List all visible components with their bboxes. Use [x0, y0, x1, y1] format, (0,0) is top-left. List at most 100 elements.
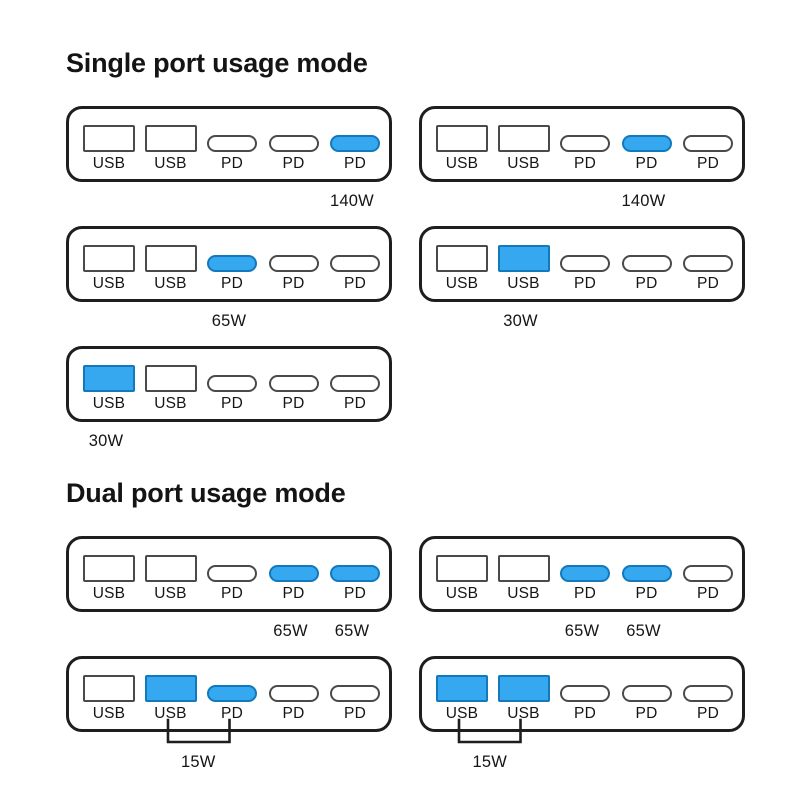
- port-usb-2-active[interactable]: USB: [496, 659, 552, 723]
- port-pd-5[interactable]: PD: [327, 229, 383, 293]
- wattage-label-dual-4-1: 15W: [472, 753, 508, 771]
- port-usb-1[interactable]: USB: [81, 229, 137, 293]
- pd-port-icon: [268, 254, 319, 272]
- port-usb-2[interactable]: USB: [496, 539, 552, 603]
- port-label: PD: [574, 274, 596, 292]
- port-pd-5[interactable]: PD: [680, 109, 736, 173]
- port-label: PD: [282, 704, 305, 722]
- port-label: USB: [445, 704, 479, 722]
- port-pd-5-active[interactable]: PD: [327, 109, 383, 173]
- port-pd-3-active[interactable]: PD: [557, 539, 613, 603]
- port-usb-1[interactable]: USB: [81, 659, 137, 723]
- port-pd-3-active[interactable]: PD: [204, 229, 260, 293]
- usb-port-icon: [497, 244, 550, 272]
- pd-port-icon: [207, 374, 257, 392]
- wattage-label-dual-2-1: 65W: [564, 622, 600, 640]
- port-label: PD: [282, 394, 305, 412]
- port-label: PD: [697, 704, 719, 722]
- port-label: PD: [574, 154, 596, 172]
- usb-port-icon: [144, 364, 197, 392]
- pd-port-icon: [207, 564, 257, 582]
- port-label: PD: [574, 584, 596, 602]
- port-label: USB: [507, 584, 540, 602]
- port-label: PD: [635, 704, 658, 722]
- port-pd-5[interactable]: PD: [327, 659, 383, 723]
- port-label: PD: [344, 704, 366, 722]
- port-pd-4[interactable]: PD: [619, 659, 675, 723]
- port-usb-2[interactable]: USB: [143, 539, 199, 603]
- port-usb-2[interactable]: USB: [143, 109, 199, 173]
- pd-port-icon: [683, 134, 733, 152]
- pd-port-icon: [621, 564, 672, 582]
- port-pd-3[interactable]: PD: [204, 349, 260, 413]
- port-pd-3[interactable]: PD: [557, 659, 613, 723]
- port-usb-1[interactable]: USB: [434, 539, 490, 603]
- port-pd-5[interactable]: PD: [680, 229, 736, 293]
- pd-port-icon: [330, 254, 380, 272]
- port-usb-2[interactable]: USB: [143, 349, 199, 413]
- port-label: PD: [697, 274, 719, 292]
- port-label: USB: [154, 584, 187, 602]
- port-pd-5[interactable]: PD: [680, 539, 736, 603]
- port-usb-1[interactable]: USB: [81, 539, 137, 603]
- port-pd-5[interactable]: PD: [680, 659, 736, 723]
- port-label: PD: [635, 584, 658, 602]
- usb-port-icon: [144, 674, 197, 702]
- pd-port-icon: [560, 254, 610, 272]
- port-usb-2[interactable]: USB: [143, 229, 199, 293]
- port-pd-4-active[interactable]: PD: [266, 539, 322, 603]
- usb-port-icon: [436, 554, 488, 582]
- port-pd-3[interactable]: PD: [204, 539, 260, 603]
- usb-port-icon: [83, 554, 135, 582]
- port-usb-2-active[interactable]: USB: [496, 229, 552, 293]
- port-pd-4-active[interactable]: PD: [619, 539, 675, 603]
- usb-port-icon: [497, 124, 550, 152]
- pd-port-icon: [683, 254, 733, 272]
- port-pd-4[interactable]: PD: [619, 229, 675, 293]
- wattage-label-single-1-1: 140W: [330, 192, 374, 210]
- port-label: PD: [697, 584, 719, 602]
- port-pd-4-active[interactable]: PD: [619, 109, 675, 173]
- port-label: USB: [92, 394, 126, 412]
- port-row: USB USB PD PD PD: [79, 349, 385, 419]
- port-usb-2-active[interactable]: USB: [143, 659, 199, 723]
- port-label: USB: [445, 584, 479, 602]
- pd-port-icon: [621, 134, 672, 152]
- pd-port-icon: [683, 564, 733, 582]
- port-pd-4[interactable]: PD: [266, 229, 322, 293]
- port-usb-1-active[interactable]: USB: [434, 659, 490, 723]
- wattage-label-single-5-1: 30W: [88, 432, 124, 450]
- port-usb-1[interactable]: USB: [81, 109, 137, 173]
- port-pd-4[interactable]: PD: [266, 109, 322, 173]
- port-pd-3-active[interactable]: PD: [204, 659, 260, 723]
- port-pd-3[interactable]: PD: [204, 109, 260, 173]
- usb-port-icon: [436, 244, 488, 272]
- port-label: PD: [221, 394, 243, 412]
- port-pd-5-active[interactable]: PD: [327, 539, 383, 603]
- pd-port-icon: [207, 254, 257, 272]
- port-row: USB USB PD PD PD: [432, 539, 738, 609]
- port-usb-1-active[interactable]: USB: [81, 349, 137, 413]
- pd-port-icon: [683, 684, 733, 702]
- port-pd-5[interactable]: PD: [327, 349, 383, 413]
- port-usb-1[interactable]: USB: [434, 229, 490, 293]
- pd-port-icon: [621, 254, 672, 272]
- pd-port-icon: [330, 374, 380, 392]
- port-pd-4[interactable]: PD: [266, 659, 322, 723]
- port-pd-4[interactable]: PD: [266, 349, 322, 413]
- port-usb-2[interactable]: USB: [496, 109, 552, 173]
- usb-port-icon: [83, 124, 135, 152]
- port-usb-1[interactable]: USB: [434, 109, 490, 173]
- port-label: PD: [635, 274, 658, 292]
- pd-port-icon: [268, 134, 319, 152]
- usb-port-icon: [436, 674, 488, 702]
- wattage-label-single-3-1: 65W: [211, 312, 247, 330]
- port-label: PD: [344, 154, 366, 172]
- port-pd-3[interactable]: PD: [557, 109, 613, 173]
- port-pd-3[interactable]: PD: [557, 229, 613, 293]
